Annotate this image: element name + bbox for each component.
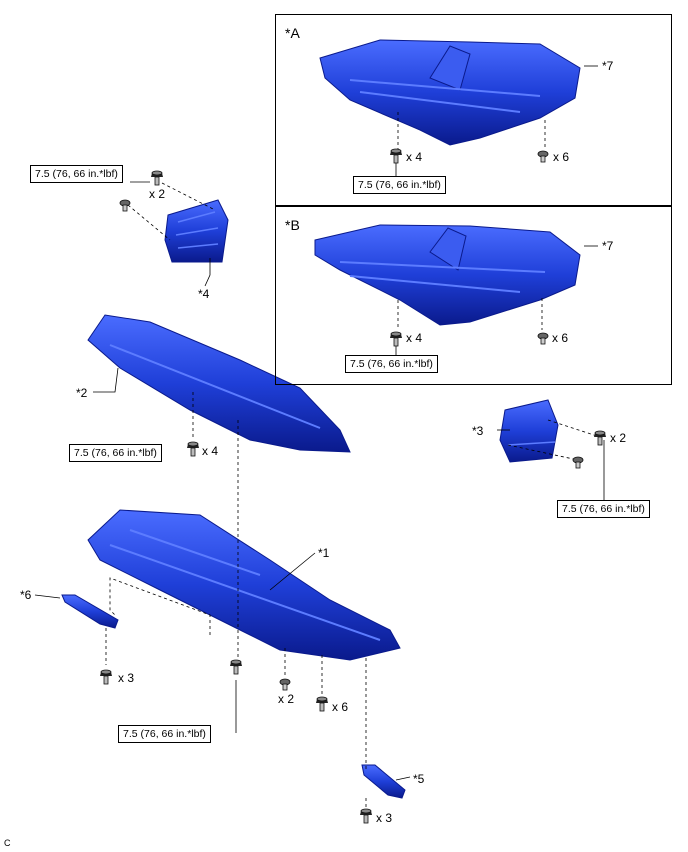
qty-part-1-b: x 6: [332, 700, 349, 714]
part-label-2: *2: [76, 386, 88, 400]
undercover-inset-a: [319, 39, 581, 146]
part-label-7a: *7: [602, 59, 614, 73]
qty-inset-a-left: x 4: [406, 150, 423, 164]
torque-box-part-3: 7.5 (76, 66 in.*lbf): [557, 500, 650, 518]
torque-box-inset-b: 7.5 (76, 66 in.*lbf): [345, 355, 438, 373]
part-label-5: *5: [413, 772, 425, 786]
qty-part-5: x 3: [376, 811, 393, 825]
part-2-front-cover: [87, 314, 351, 453]
part-5-strip: [361, 764, 406, 799]
torque-box-part-1: 7.5 (76, 66 in.*lbf): [118, 725, 211, 743]
torque-box-inset-a: 7.5 (76, 66 in.*lbf): [353, 176, 446, 194]
part-3-bracket: [499, 399, 559, 463]
part-1-main-undercover: [87, 509, 401, 661]
qty-part-4: x 2: [149, 187, 166, 201]
figure-corner-code: C: [4, 838, 11, 848]
solid-leaders: [34, 65, 605, 781]
part-label-4: *4: [198, 287, 210, 301]
qty-part-2: x 4: [202, 444, 219, 458]
part-label-1: *1: [318, 546, 330, 560]
torque-box-part-2: 7.5 (76, 66 in.*lbf): [69, 444, 162, 462]
part-label-7b: *7: [602, 239, 614, 253]
qty-part-6: x 3: [118, 671, 135, 685]
qty-part-1-a: x 2: [278, 692, 295, 706]
inset-label-a: *A: [285, 25, 300, 41]
qty-inset-a-right: x 6: [553, 150, 570, 164]
undercover-inset-b: [314, 224, 581, 326]
inset-label-b: *B: [285, 217, 300, 233]
qty-inset-b-left: x 4: [406, 331, 423, 345]
inset-frame-a: [275, 14, 672, 207]
dashed-leaders: [105, 112, 601, 810]
part-4-bracket: [164, 199, 229, 263]
qty-inset-b-right: x 6: [552, 331, 569, 345]
torque-box-part-4: 7.5 (76, 66 in.*lbf): [30, 165, 123, 183]
part-label-6: *6: [20, 588, 32, 602]
inset-frame-b: [275, 205, 672, 385]
part-6-strip: [61, 594, 119, 629]
qty-part-3: x 2: [610, 431, 627, 445]
part-label-3: *3: [472, 424, 484, 438]
